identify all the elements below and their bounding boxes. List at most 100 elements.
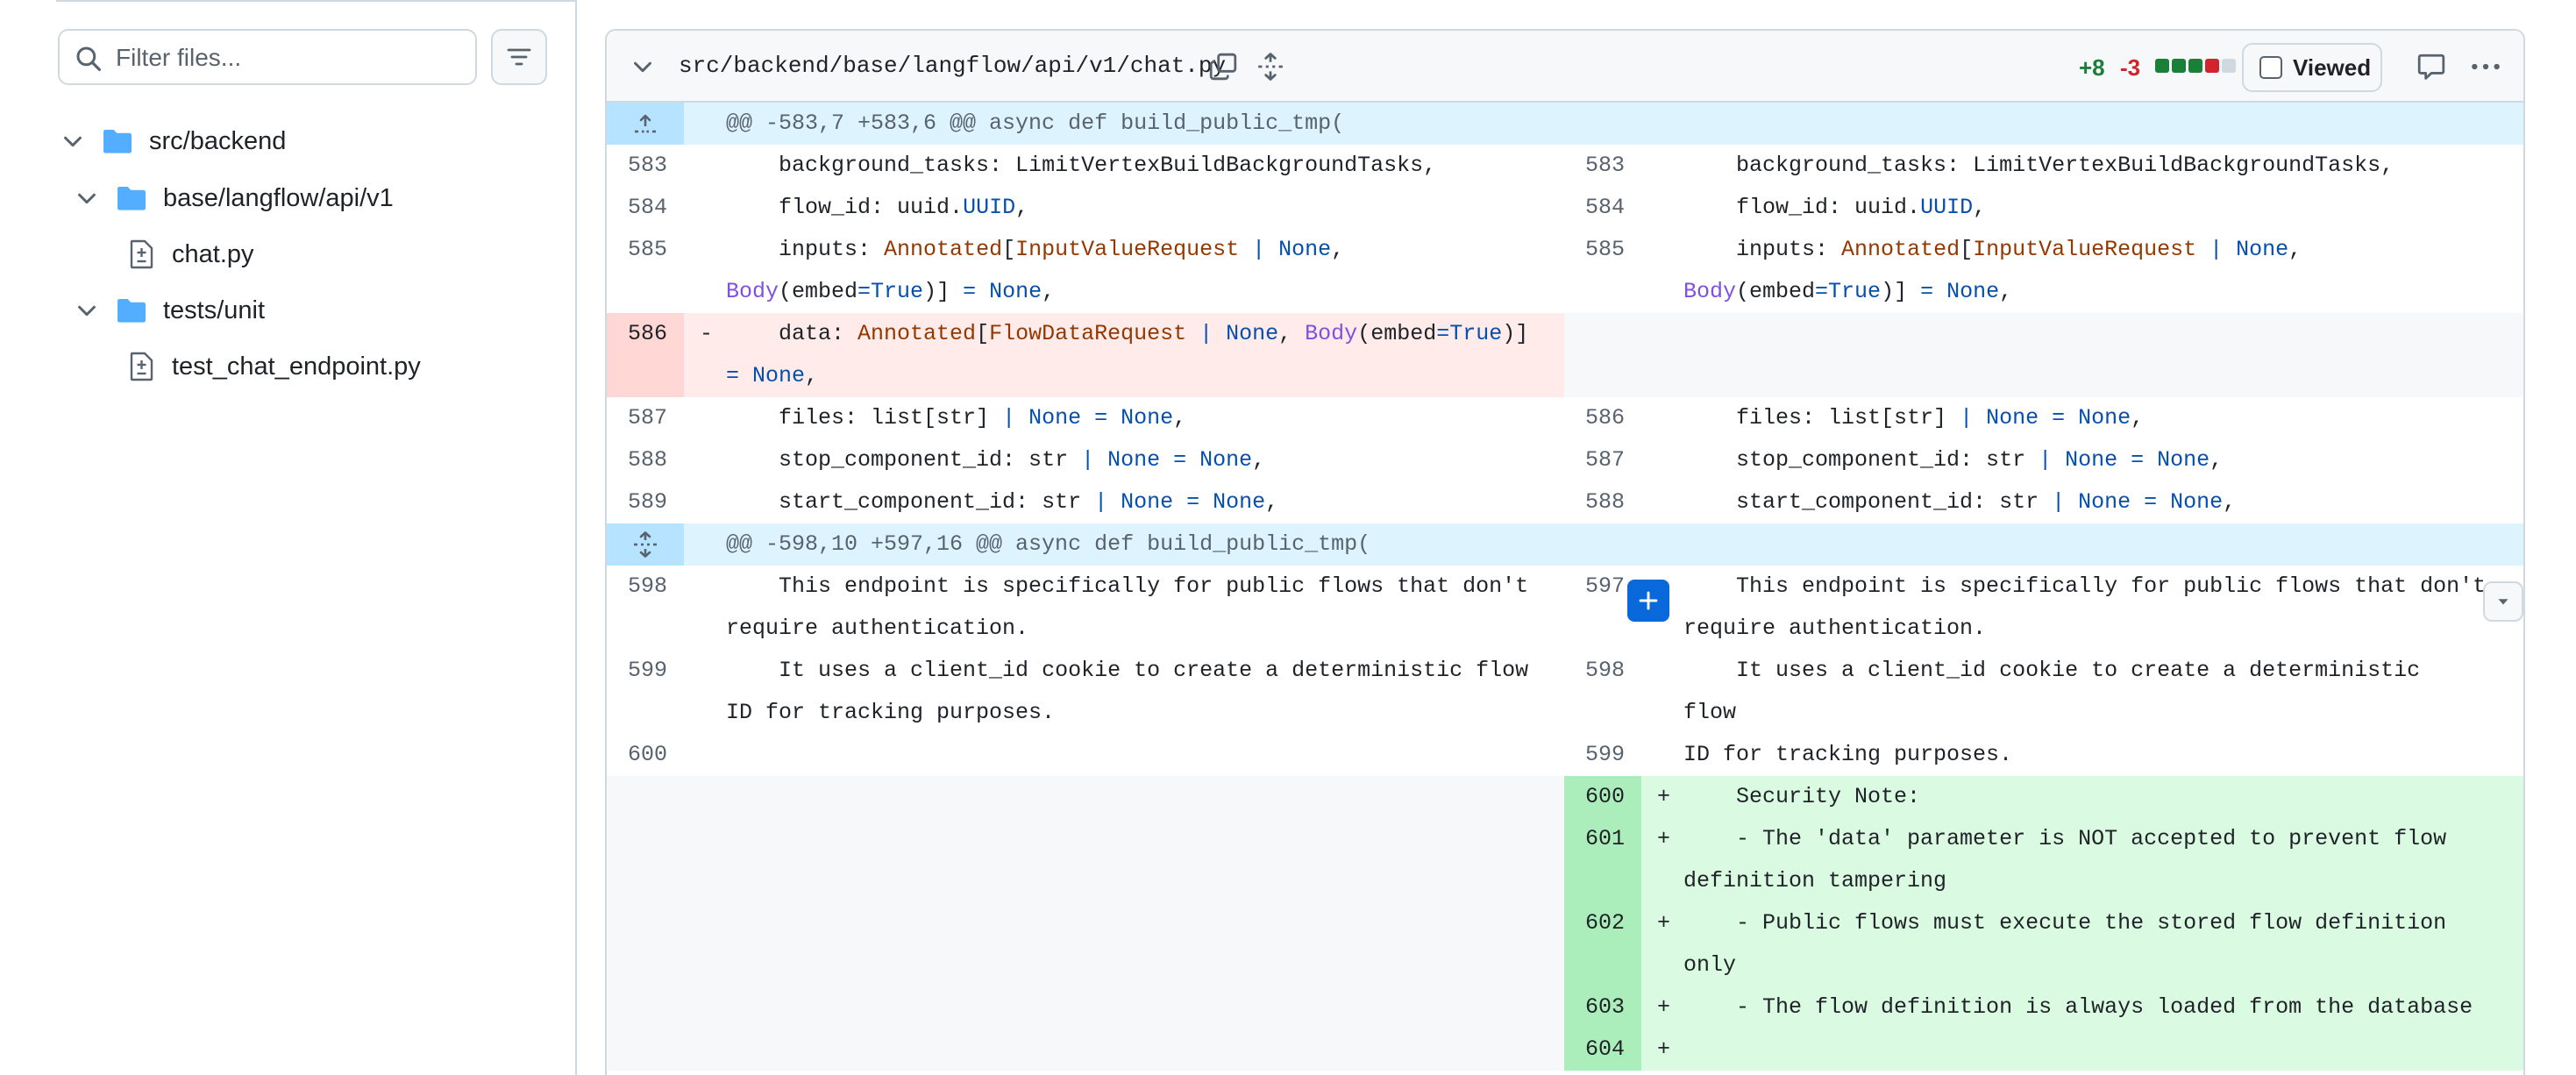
- left-line-number[interactable]: 587: [628, 405, 668, 431]
- code-wrap-line: inputs: Annotated[InputValueRequest | No…: [1634, 229, 2520, 271]
- file-diff-icon: [130, 239, 153, 269]
- expand-up-icon: [635, 114, 656, 133]
- code-token: =: [857, 279, 872, 304]
- chevron-down-icon[interactable]: [74, 185, 100, 211]
- filter-files-field[interactable]: [58, 29, 477, 85]
- code-token: UUID: [963, 195, 1016, 220]
- line-options-button[interactable]: [2483, 581, 2523, 622]
- code-token: ,: [2288, 237, 2302, 262]
- left-line-number[interactable]: 588: [628, 447, 668, 473]
- left-line-number[interactable]: 586: [628, 321, 668, 346]
- diff-row: 584 flow_id: uuid.UUID, 584 flow_id: uui…: [607, 187, 2523, 229]
- left-line-number[interactable]: 600: [628, 742, 668, 767]
- tree-item-label: test_chat_endpoint.py: [172, 352, 421, 381]
- right-code-line: inputs: Annotated[InputValueRequest | No…: [1634, 229, 2520, 313]
- left-line-number[interactable]: 598: [628, 573, 668, 599]
- deletions-count: -3: [2120, 54, 2141, 81]
- tree-item-label: base/langflow/api/v1: [163, 183, 394, 212]
- file-diff-icon: [130, 352, 153, 381]
- comment-icon[interactable]: [2416, 52, 2446, 82]
- expand-up-button[interactable]: [607, 103, 684, 145]
- folder-icon: [117, 187, 146, 210]
- code-wrap-line: only: [1683, 952, 1737, 978]
- code-token: True: [1449, 321, 1503, 346]
- code-token: stop_component_id: str: [726, 447, 1082, 473]
- left-code-line: files: list[str] | None = None,: [726, 397, 1568, 439]
- right-line-number[interactable]: 601: [1585, 826, 1626, 851]
- chevron-down-icon[interactable]: [60, 128, 86, 154]
- code-token: | None = None: [1081, 447, 1253, 473]
- viewed-toggle-button[interactable]: Viewed: [2242, 43, 2382, 92]
- diff-row-addition: 604 +: [607, 1029, 2523, 1071]
- right-line-number[interactable]: 599: [1585, 742, 1626, 767]
- left-line-number[interactable]: 599: [628, 658, 668, 683]
- code-token: Annotated: [884, 237, 1003, 262]
- tree-folder-src-backend[interactable]: src/backend: [60, 115, 286, 167]
- right-code-line: It uses a client_id cookie to create a d…: [1683, 650, 2473, 767]
- filter-icon: [507, 48, 531, 66]
- right-line-number[interactable]: 600: [1585, 784, 1626, 809]
- addition-marker: +: [1657, 994, 1671, 1020]
- filter-options-button[interactable]: [491, 29, 547, 85]
- code-token: Body: [1683, 279, 1737, 304]
- tree-folder-base-langflow-api-v1[interactable]: base/langflow/api/v1: [74, 172, 394, 224]
- code-token: ,: [1278, 321, 1306, 346]
- tree-file-test-chat-endpoint-py[interactable]: test_chat_endpoint.py: [130, 340, 421, 393]
- right-code-line: - The 'data' parameter is NOT accepted t…: [1683, 818, 2523, 902]
- left-line-number[interactable]: 589: [628, 489, 668, 515]
- chevron-down-icon[interactable]: [630, 53, 656, 80]
- tree-item-label: chat.py: [172, 239, 254, 268]
- expand-both-button[interactable]: [607, 523, 684, 566]
- code-token: [: [1002, 237, 1016, 262]
- tree-item-label: tests/unit: [163, 295, 266, 324]
- file-tree-sidebar: src/backend base/langflow/api/v1 chat.py…: [0, 0, 577, 1075]
- right-line-number[interactable]: 584: [1585, 195, 1626, 220]
- filter-files-input[interactable]: [116, 39, 466, 76]
- expand-all-icon[interactable]: [1256, 52, 1285, 82]
- code-wrap-line: ID for tracking purposes.: [1683, 742, 2013, 767]
- tree-folder-tests-unit[interactable]: tests/unit: [74, 284, 265, 337]
- right-line-number[interactable]: 598: [1585, 658, 1626, 683]
- copy-icon[interactable]: [1208, 52, 1238, 82]
- code-token: =: [1815, 279, 1829, 304]
- file-path[interactable]: src/backend/base/langflow/api/v1/chat.py: [679, 53, 1227, 79]
- tree-file-chat-py[interactable]: chat.py: [130, 228, 254, 281]
- code-token: flow_id: uuid.: [1683, 195, 1921, 220]
- right-line-number[interactable]: 604: [1585, 1036, 1626, 1062]
- right-line-number[interactable]: 588: [1585, 489, 1626, 515]
- left-code-line: stop_component_id: str | None = None,: [726, 439, 1568, 481]
- hunk-header-row: @@ -583,7 +583,6 @@ async def build_publ…: [607, 103, 2523, 145]
- addition-marker: +: [1657, 910, 1671, 936]
- left-line-number[interactable]: 583: [628, 153, 668, 178]
- code-wrap-line: = None,: [677, 355, 1562, 397]
- left-line-number[interactable]: 584: [628, 195, 668, 220]
- right-line-number[interactable]: 597: [1585, 573, 1626, 599]
- add-comment-button[interactable]: [1627, 580, 1669, 622]
- left-code-line: data: Annotated[FlowDataRequest | None, …: [677, 313, 1562, 397]
- right-line-number[interactable]: 587: [1585, 447, 1626, 473]
- code-token: [: [1960, 237, 1974, 262]
- code-token: inputs:: [1683, 237, 1842, 262]
- tree-item-label: src/backend: [149, 126, 287, 155]
- diff-row-addition: 602 + - Public flows must execute the st…: [607, 902, 2523, 986]
- diff-row-deletion: 586 - data: Annotated[FlowDataRequest | …: [607, 313, 2523, 397]
- left-code-line: flow_id: uuid.UUID,: [726, 187, 1568, 229]
- code-token: =: [1920, 279, 1934, 304]
- deleted-code-cell: [684, 313, 1564, 397]
- code-wrap-line: Body(embed=True)] = None,: [677, 271, 1562, 313]
- right-line-number[interactable]: 603: [1585, 994, 1626, 1020]
- chevron-down-icon[interactable]: [74, 297, 100, 324]
- right-line-number[interactable]: 583: [1585, 153, 1626, 178]
- diffstat-bar: [2155, 59, 2236, 73]
- viewed-checkbox[interactable]: [2259, 56, 2282, 79]
- right-line-number[interactable]: 586: [1585, 405, 1626, 431]
- kebab-horizontal-icon[interactable]: [2469, 52, 2502, 82]
- diff-row: 589 start_component_id: str | None = Non…: [607, 481, 2523, 523]
- right-line-number[interactable]: 585: [1585, 237, 1626, 262]
- deleted-line-number-cell: [607, 313, 684, 397]
- code-wrap-line: It uses a client_id cookie to create a d…: [1683, 658, 2434, 725]
- right-line-number[interactable]: 602: [1585, 910, 1626, 936]
- left-line-number[interactable]: 585: [628, 237, 668, 262]
- code-token: inputs:: [726, 237, 885, 262]
- deletion-marker: -: [700, 321, 714, 346]
